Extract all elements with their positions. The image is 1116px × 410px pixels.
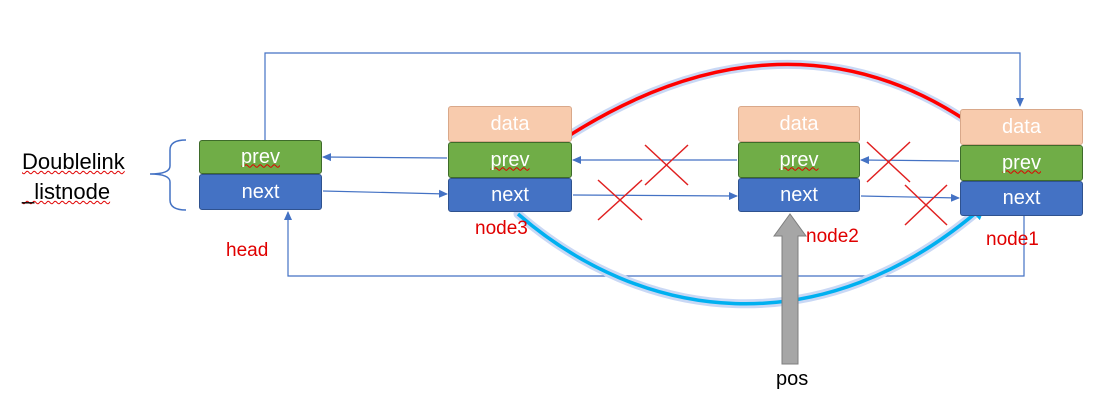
pos-arrow [773, 213, 807, 365]
node1-data-field: data [960, 109, 1083, 145]
head-label: head [226, 240, 269, 261]
link-node1-prev-to-node2 [860, 156, 960, 165]
wrap-line-bottom [284, 211, 1025, 277]
link-head-next-to-node3 [322, 189, 448, 198]
pos-label: pos [776, 368, 809, 390]
head-prev-field: prev [199, 140, 322, 174]
cross-mark-1 [644, 144, 689, 186]
node3-next-field: next [448, 178, 572, 212]
cross-mark-4 [904, 184, 948, 226]
legend-label: Doublelink _listnode [22, 147, 125, 207]
node2-label: node2 [806, 226, 859, 247]
link-node3-prev-to-head [322, 153, 448, 162]
legend-line-2: _listnode [22, 179, 111, 204]
link-node2-next-to-node1 [860, 193, 960, 202]
red-curve-arrow [534, 62, 1005, 160]
node1-next-field: next [960, 181, 1083, 216]
legend-line-1: Doublelink [22, 149, 125, 174]
cross-mark-3 [866, 141, 911, 183]
node2-data-field: data [738, 106, 860, 142]
node1-prev-field: prev [960, 145, 1083, 181]
node2-next-field: next [738, 178, 860, 212]
wrap-line-top [264, 52, 1024, 140]
node3-label: node3 [475, 218, 528, 239]
node3-data-field: data [448, 106, 572, 142]
node1-label: node1 [986, 229, 1039, 250]
blue-curve-arrow [516, 203, 987, 306]
head-next-field: next [199, 174, 322, 210]
legend-brace [149, 139, 187, 211]
node2-prev-field: prev [738, 142, 860, 178]
node3-prev-field: prev [448, 142, 572, 178]
link-node3-next-to-node2 [572, 191, 738, 200]
cross-mark-2 [597, 179, 643, 221]
